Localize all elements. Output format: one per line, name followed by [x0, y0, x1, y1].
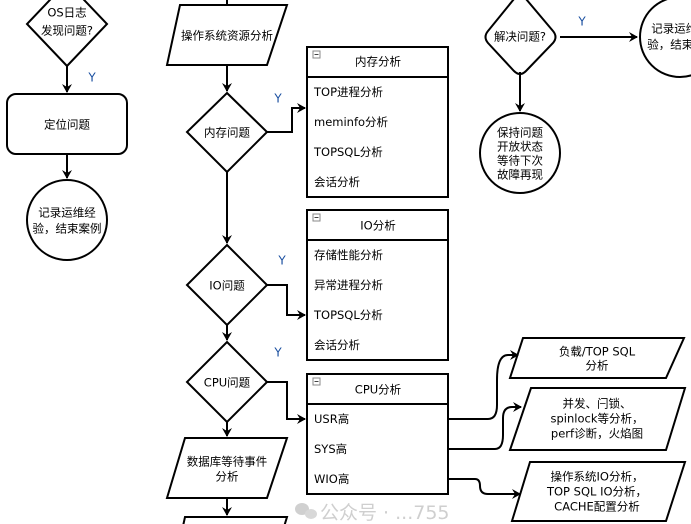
sys-analysis-line3: perf诊断，火焰图: [551, 427, 643, 441]
io-table[interactable]: [306, 209, 449, 361]
solved-decision-text: 解决问题?: [494, 30, 546, 44]
io-row: TOPSQL分析: [313, 308, 383, 322]
io-row: 异常进程分析: [314, 278, 383, 292]
memory-table[interactable]: [306, 46, 449, 198]
keep-open-circle[interactable]: [479, 112, 561, 194]
solved-decision[interactable]: [484, 0, 557, 75]
memory-table-title: 内存分析: [355, 55, 401, 69]
cpu-row: USR高: [314, 412, 349, 426]
cpu-decision-text: CPU问题: [204, 376, 251, 390]
db-wait-line2: 分析: [216, 470, 239, 484]
cpu-table[interactable]: [306, 373, 449, 495]
io-row: 存储性能分析: [314, 248, 383, 262]
cpu-row: SYS高: [314, 442, 347, 456]
memory-row: TOPSQL分析: [313, 145, 383, 159]
wio-analysis-line3: CACHE配置分析: [554, 500, 640, 514]
record-end-line1: 记录运维经: [38, 206, 96, 220]
io-row: 会话分析: [314, 338, 360, 352]
keep-open-line4: 故障再现: [497, 168, 543, 182]
watermark-text: 公众号 · ...755: [320, 502, 450, 524]
cpu-table-title: CPU分析: [355, 383, 401, 397]
db-wait-events-shape[interactable]: [165, 437, 289, 499]
sys-analysis-line2: spinlock等分析，: [551, 412, 644, 426]
record-end-circle[interactable]: [26, 179, 108, 261]
usr-analysis-line1: 负载/TOP SQL: [559, 345, 636, 359]
os-resource-analysis-text: 操作系统资源分析: [181, 29, 273, 43]
io-table-title: IO分析: [360, 219, 395, 233]
wio-analysis-line1: 操作系统IO分析，: [551, 470, 644, 484]
arrow-wio: [448, 478, 521, 499]
memory-row: 会话分析: [314, 175, 360, 189]
yes-label: Y: [577, 15, 586, 29]
cpu-row: WIO高: [314, 472, 349, 486]
usr-analysis-line2: 分析: [586, 359, 609, 373]
keep-open-line3: 等待下次: [497, 154, 543, 168]
os-resource-analysis-shape[interactable]: [165, 4, 289, 66]
sys-analysis-line1: 并发、闩锁、: [563, 397, 632, 411]
keep-open-line1: 保持问题: [497, 126, 543, 140]
memory-decision-text: 内存问题: [204, 126, 250, 140]
io-decision-text: IO问题: [209, 279, 245, 293]
arrow-sys: [448, 402, 522, 450]
arrow-memory-yes: [267, 103, 306, 133]
os-log-line2: 发现问题?: [41, 24, 93, 38]
arrow-cpu-yes: [267, 381, 306, 424]
record-end-line2: 验，结束案例: [33, 222, 102, 236]
arrow-io-yes: [267, 284, 306, 320]
record-end-right-line1: 记录运维经: [651, 22, 691, 36]
record-end-circle-right[interactable]: [639, 0, 691, 78]
memory-row: TOP进程分析: [313, 85, 383, 99]
yes-label: Y: [273, 92, 282, 106]
watermark: 公众号 · ...755: [295, 502, 450, 524]
usr-analysis-shape[interactable]: [508, 337, 686, 379]
yes-label: Y: [87, 71, 96, 85]
wio-analysis-line2: TOP SQL IO分析，: [546, 485, 647, 499]
os-log-line1: OS日志: [47, 6, 86, 20]
yes-label: Y: [273, 346, 282, 360]
locate-problem-text: 定位问题: [44, 118, 90, 132]
wechat-icon: [295, 503, 309, 515]
next-step-shape[interactable]: [180, 516, 289, 524]
yes-label: Y: [277, 254, 286, 268]
sys-analysis-shape[interactable]: [508, 387, 687, 451]
keep-open-line2: 开放状态: [497, 140, 543, 154]
db-wait-line1: 数据库等待事件: [187, 455, 268, 469]
wio-analysis-shape[interactable]: [510, 461, 687, 522]
arrow-usr: [448, 350, 519, 420]
memory-row: meminfo分析: [314, 115, 388, 129]
record-end-right-line2: 验，结束案: [647, 38, 691, 52]
